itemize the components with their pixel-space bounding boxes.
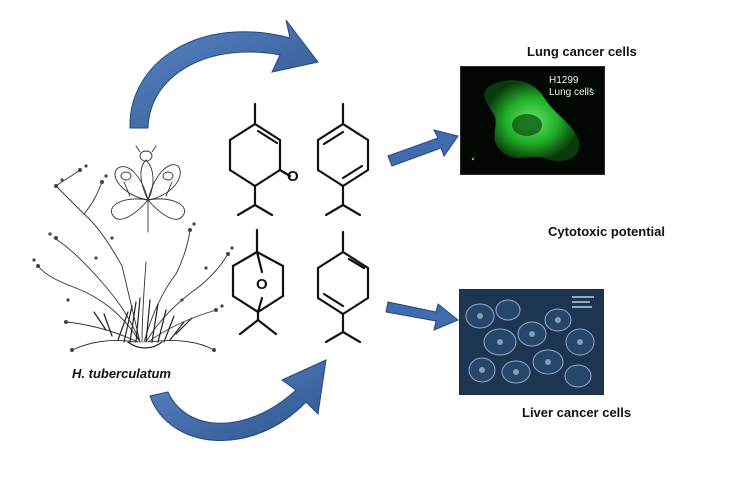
bottom-curved-arrow [149, 359, 327, 442]
flower-drawing [111, 145, 185, 233]
molecule-carvone [228, 102, 292, 217]
arrow-to-lung-cells [387, 129, 459, 167]
lung-micrograph-line2: Lung cells [548, 87, 594, 98]
liver-cancer-cells-label: Liver cancer cells [522, 405, 632, 420]
liver-cell-phase-contrast [460, 290, 603, 394]
lung-micrograph-line1: H1299 [548, 75, 579, 86]
lung-cell-micrograph: H1299 Lung cells [461, 67, 604, 174]
lung-cell-fluorescence [461, 67, 604, 174]
molecule-terpinene-bottom [316, 230, 370, 344]
liver-cell-micrograph [460, 290, 603, 394]
plant-base-shading [93, 297, 193, 349]
plant-buds [32, 164, 234, 352]
carbonyl-oxygen-label: O [287, 168, 299, 185]
top-curved-arrow [129, 19, 319, 129]
arrow-to-liver-cells [385, 301, 459, 331]
molecule-cineole [231, 228, 285, 336]
lung-cancer-cells-label: Lung cancer cells [527, 44, 637, 59]
cytotoxic-potential-label: Cytotoxic potential [548, 224, 666, 239]
ether-oxygen-label: O [256, 276, 268, 293]
lung-micrograph-caption: H1299 Lung cells [549, 75, 594, 99]
molecule-terpinene-top [316, 102, 370, 217]
plant-species-label: H. tuberculatum [72, 366, 171, 381]
plant-illustration [32, 145, 234, 352]
